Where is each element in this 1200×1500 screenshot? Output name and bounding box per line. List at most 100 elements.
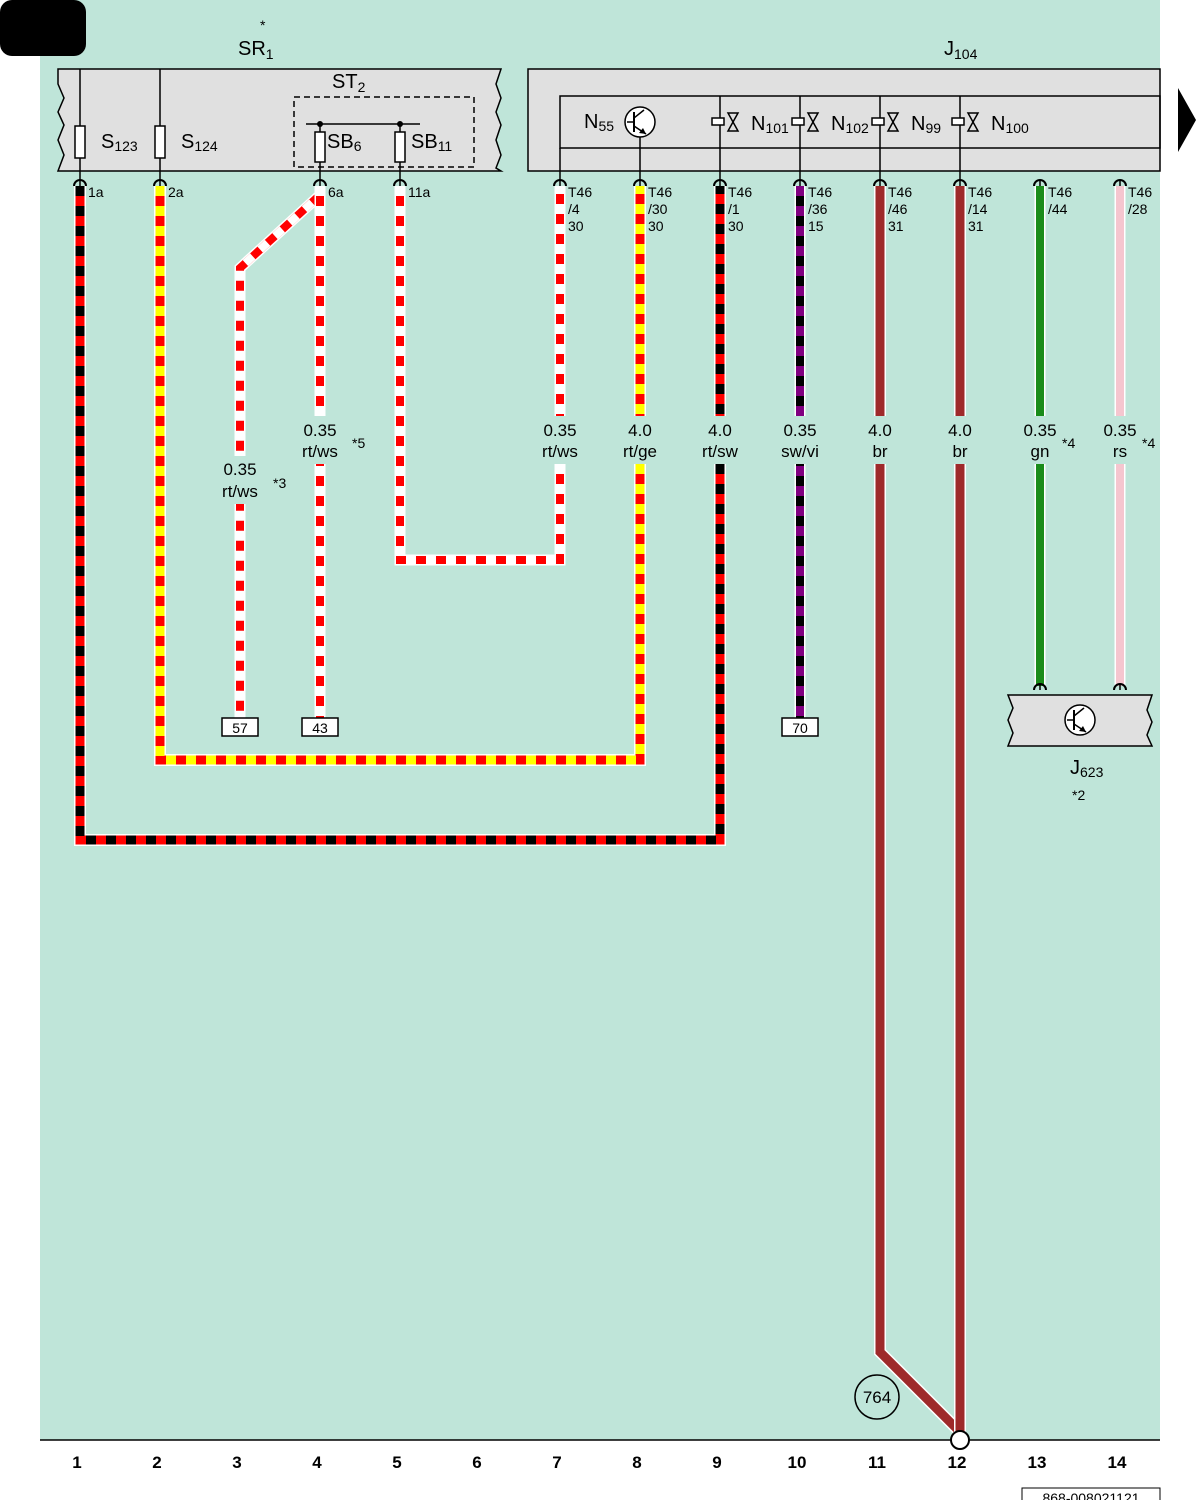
- ground-reference-circle: [854, 1374, 900, 1420]
- connector-label-14: T46 /28: [1128, 184, 1152, 217]
- svg-text:T46: T46: [888, 184, 912, 200]
- wire-label-7: 0.35 rt/ws: [538, 416, 582, 464]
- wire-label-13: 0.35 gn *4: [1018, 416, 1075, 464]
- column-number-10: 10: [788, 1453, 807, 1472]
- n101-label: N101: [751, 113, 789, 136]
- svg-text:rt/ws: rt/ws: [542, 442, 578, 461]
- page-tab: [0, 0, 86, 56]
- doc-id: 868-008021121: [1042, 1490, 1139, 1500]
- svg-text:rs: rs: [1113, 442, 1127, 461]
- svg-text:30: 30: [648, 218, 664, 234]
- svg-text:0.35: 0.35: [783, 421, 816, 440]
- wire-11-brown: [874, 186, 965, 1437]
- svg-text:br: br: [872, 442, 887, 461]
- sr1-label: SR1: [238, 38, 274, 62]
- svg-text:*4: *4: [1142, 435, 1155, 451]
- j104-control-unit: [527, 68, 1161, 172]
- continuation-arrow-icon: [1178, 88, 1196, 152]
- s123-label: S123: [101, 131, 138, 154]
- reference-box-43: [301, 717, 339, 737]
- svg-text:T46: T46: [648, 184, 672, 200]
- st2-box: [293, 96, 475, 168]
- svg-text:4.0: 4.0: [948, 421, 972, 440]
- svg-text:/44: /44: [1048, 201, 1068, 217]
- fuse-s123-icon: [74, 125, 86, 159]
- connector-label-13: T46 /44: [1048, 184, 1072, 217]
- wire-2-red-yellow: [154, 186, 646, 766]
- svg-text:0.35: 0.35: [303, 421, 336, 440]
- sb11-label: SB11: [411, 131, 452, 154]
- j104-inner-frame: [559, 95, 1161, 149]
- n100-label: N100: [991, 113, 1029, 136]
- column-number-1: 1: [72, 1453, 81, 1472]
- n99-label: N99: [911, 113, 941, 136]
- svg-text:T46: T46: [728, 184, 752, 200]
- pin-symbols: [73, 179, 1127, 691]
- ground-reference-764: 764: [863, 1388, 891, 1407]
- n102-label: N102: [831, 113, 869, 136]
- reference-57: 57: [232, 720, 248, 736]
- connector-label-10: T46 /36 15: [808, 184, 832, 234]
- svg-text:0.35: 0.35: [223, 460, 256, 479]
- n55-transistor-icon: [624, 106, 656, 138]
- svg-text:4.0: 4.0: [708, 421, 732, 440]
- sr1-relay-carrier: [56, 68, 504, 172]
- svg-text:rt/ws: rt/ws: [302, 442, 338, 461]
- sr1-star: *: [260, 17, 266, 33]
- fuse-s124-icon: [154, 125, 166, 159]
- pin-label-11a: 11a: [408, 184, 431, 200]
- svg-text:4.0: 4.0: [868, 421, 892, 440]
- svg-text:/4: /4: [568, 201, 580, 217]
- svg-text:sw/vi: sw/vi: [781, 442, 819, 461]
- wire-label-10: 0.35 sw/vi: [778, 416, 822, 464]
- column-number-11: 11: [868, 1453, 886, 1472]
- svg-text:31: 31: [888, 218, 904, 234]
- n102-valve-icon: [791, 112, 820, 132]
- j104-label: J104: [944, 38, 978, 62]
- svg-text:/30: /30: [648, 201, 668, 217]
- svg-text:4.0: 4.0: [628, 421, 652, 440]
- n99-valve-icon: [871, 112, 900, 132]
- wire-label-3: 0.35 rt/ws *3: [218, 456, 286, 504]
- n100-valve-icon: [951, 112, 980, 132]
- column-number-6: 6: [472, 1453, 481, 1472]
- svg-text:rt/ge: rt/ge: [623, 442, 657, 461]
- svg-text:31: 31: [968, 218, 984, 234]
- svg-text:T46: T46: [1048, 184, 1072, 200]
- j623-transistor-icon: [1064, 704, 1096, 736]
- wire-label-14: 0.35 rs *4: [1098, 416, 1155, 464]
- n55-label: N55: [584, 111, 614, 134]
- sb6-label: SB6: [327, 131, 362, 154]
- pin-label-2a: 2a: [168, 184, 184, 200]
- pin-label-6a: 6a: [328, 184, 344, 200]
- wire-label-12: 4.0 br: [938, 416, 982, 464]
- wire-label-4: 0.35 rt/ws *5: [298, 416, 365, 464]
- svg-text:T46: T46: [968, 184, 992, 200]
- wire-5-7-red-white: [394, 186, 566, 566]
- svg-text:T46: T46: [1128, 184, 1152, 200]
- connector-label-8: T46 /30 30: [648, 184, 672, 234]
- fuse-sb6-icon: [314, 131, 326, 163]
- column-number-14: 14: [1108, 1453, 1127, 1472]
- column-number-12: 12: [948, 1453, 967, 1472]
- fuse-sb11-icon: [394, 131, 406, 163]
- svg-text:/28: /28: [1128, 201, 1148, 217]
- diagram-background: [40, 0, 1160, 1440]
- reference-box-57: [221, 717, 259, 737]
- svg-text:/36: /36: [808, 201, 828, 217]
- wire-label-9: 4.0 rt/sw: [698, 416, 742, 464]
- connector-label-7: T46 /4 30: [568, 184, 592, 234]
- reference-70: 70: [792, 720, 808, 736]
- wire-1-red-black: [74, 186, 726, 846]
- svg-text:30: 30: [728, 218, 744, 234]
- svg-text:*5: *5: [352, 435, 365, 451]
- svg-text:/14: /14: [968, 201, 988, 217]
- svg-text:T46: T46: [808, 184, 832, 200]
- svg-text:15: 15: [808, 218, 824, 234]
- n101-valve-icon: [711, 112, 740, 132]
- svg-text:/1: /1: [728, 201, 740, 217]
- svg-text:*4: *4: [1062, 435, 1075, 451]
- svg-text:30: 30: [568, 218, 584, 234]
